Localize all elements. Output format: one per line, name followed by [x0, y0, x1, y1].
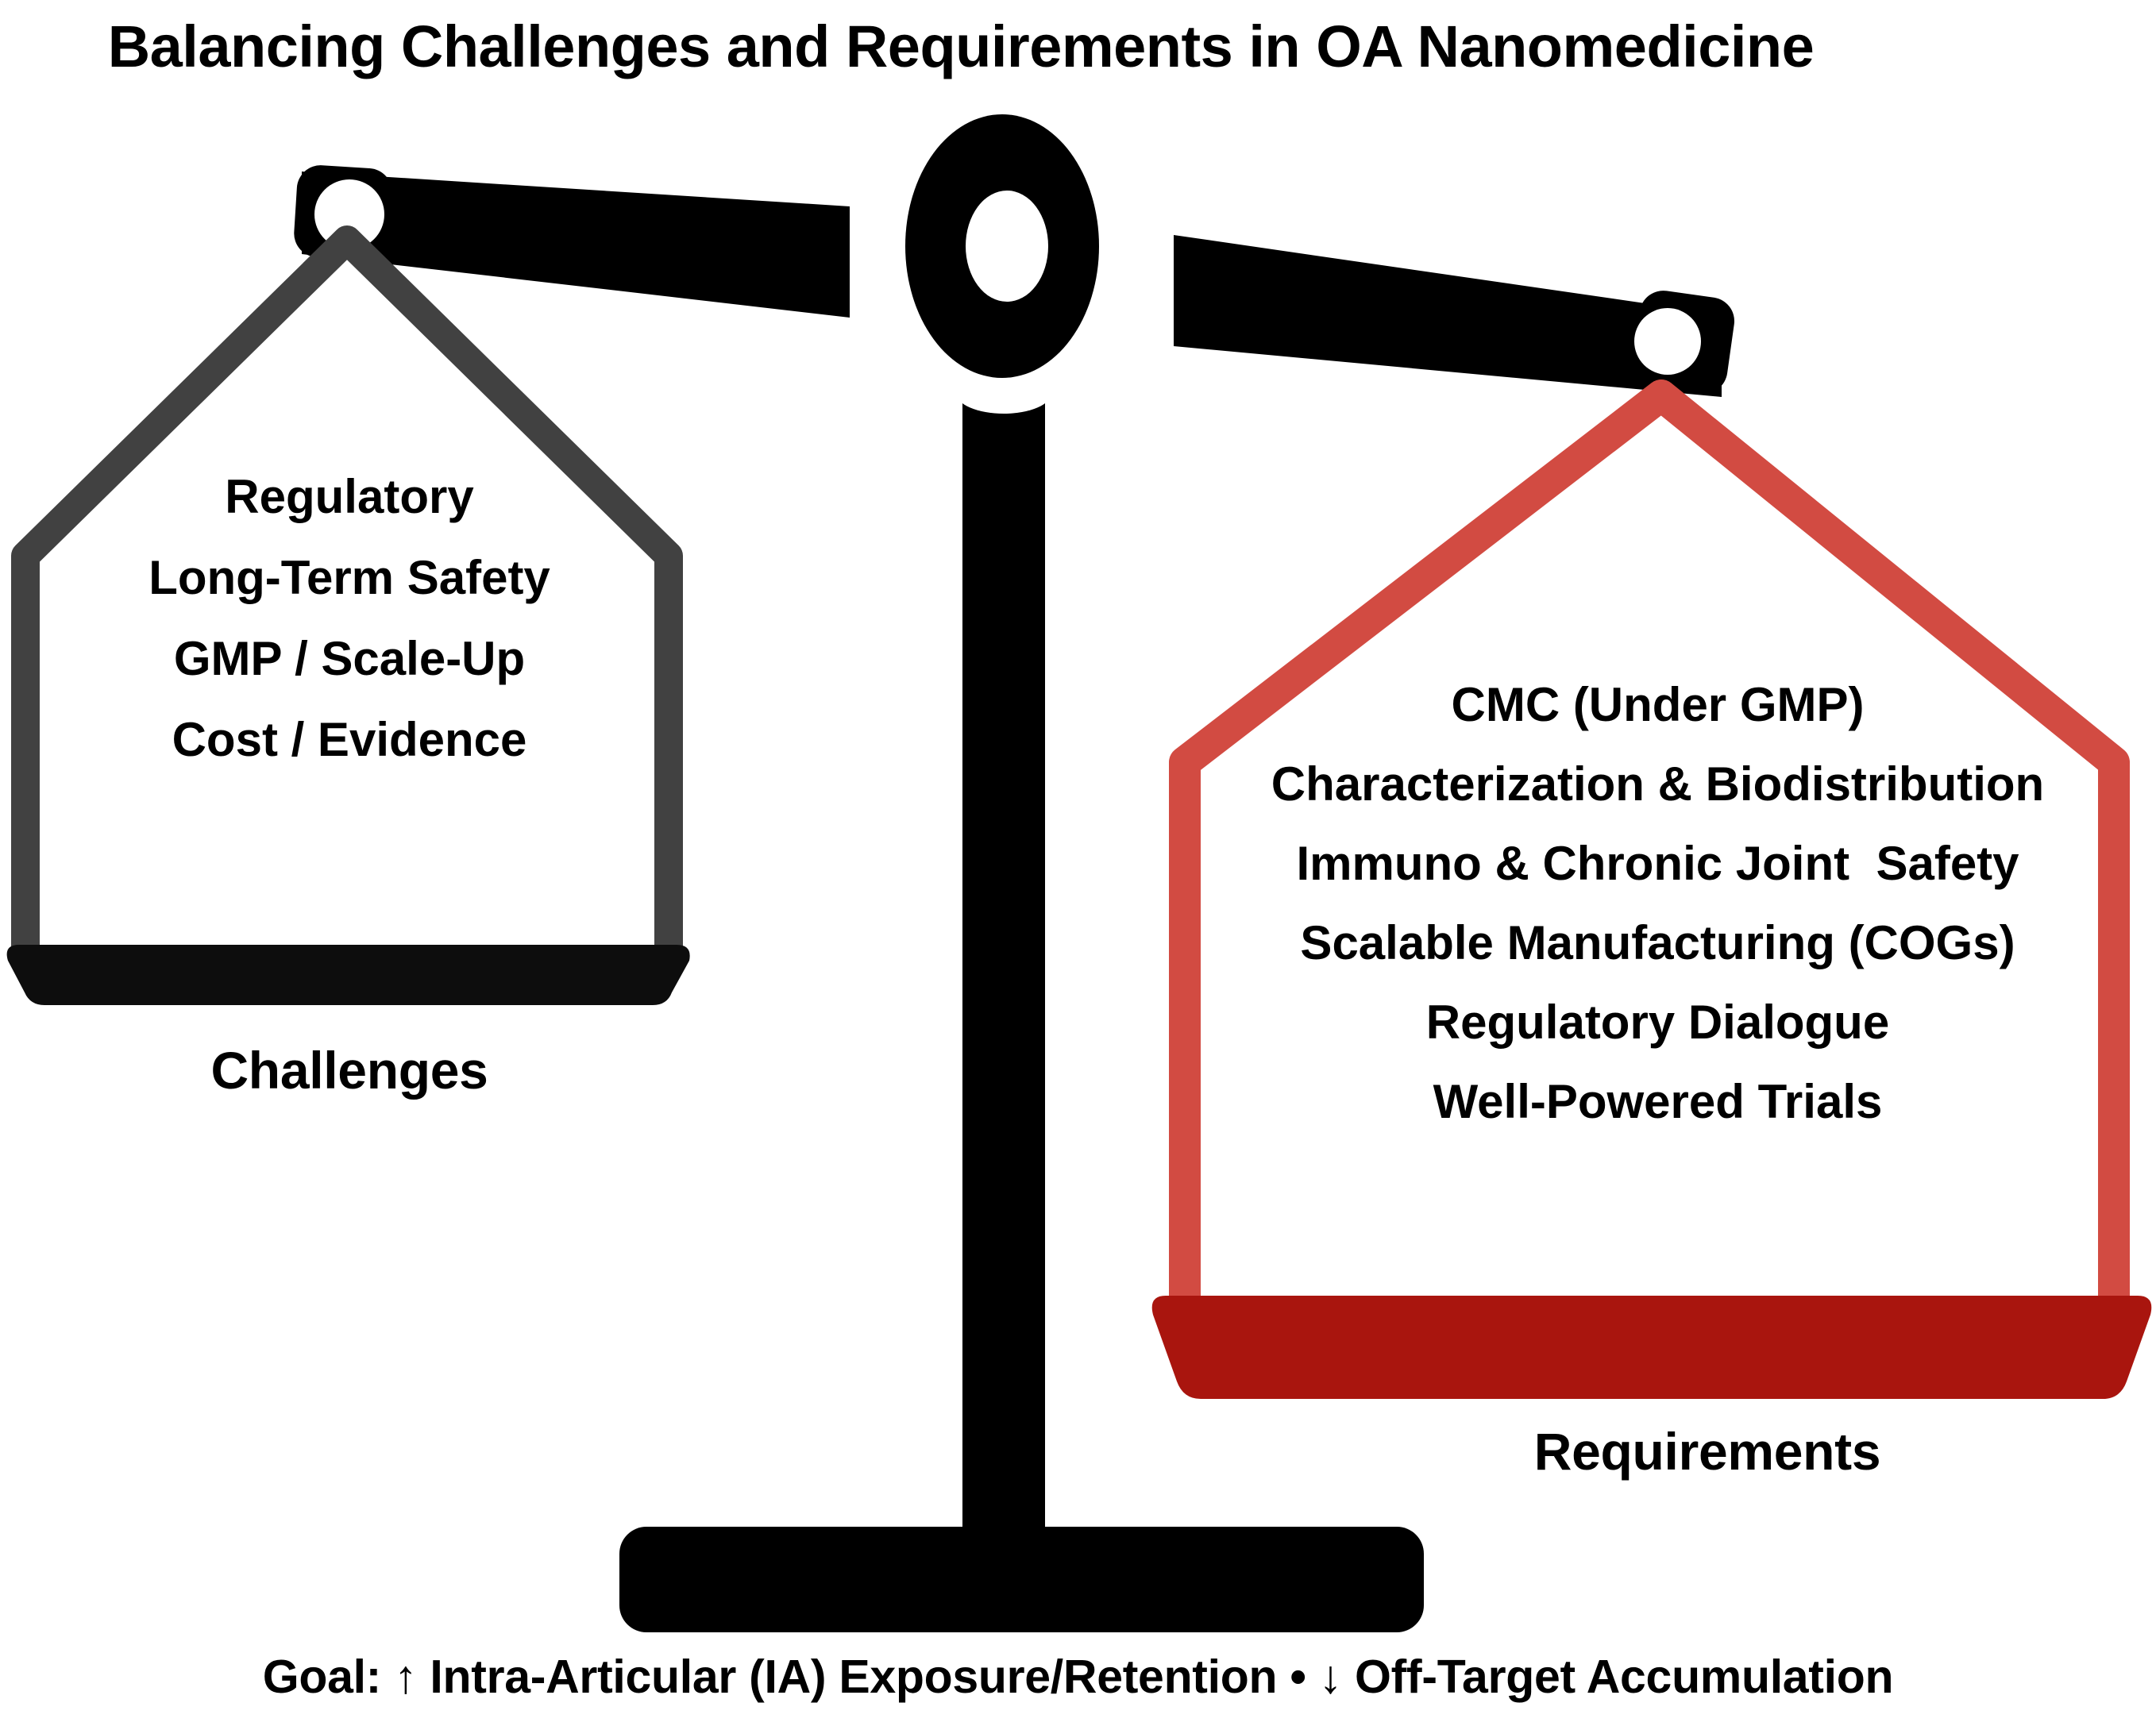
challenges-pan-label: Challenges — [210, 1041, 488, 1100]
figure-title: Balancing Challenges and Requirements in… — [107, 13, 1815, 79]
requirements-item: CMC (Under GMP) — [1451, 678, 1865, 731]
requirements-item: Scalable Manufacturing (COGs) — [1300, 916, 2015, 969]
left-hanger-strings — [11, 225, 683, 967]
challenges-item: Regulatory — [225, 470, 474, 523]
challenges-item: Cost / Evidence — [172, 713, 527, 766]
requirements-item: Immuno & Chronic Joint Safety — [1296, 837, 2019, 890]
requirements-item: Characterization & Biodistribution — [1271, 757, 2045, 811]
challenges-item: GMP / Scale-Up — [173, 632, 526, 685]
figure-caption: Goal: ↑ Intra-Articular (IA) Exposure/Re… — [262, 1651, 1894, 1703]
challenges-item: Long-Term Safety — [148, 551, 550, 604]
requirements-item: Regulatory Dialogue — [1425, 996, 1890, 1049]
scale-base — [619, 1527, 1424, 1632]
beam-left-pivot-hole — [314, 179, 384, 249]
requirements-item-list: CMC (Under GMP) Characterization & Biodi… — [1191, 681, 2124, 1126]
requirements-pan-label: Requirements — [1533, 1422, 1881, 1481]
fulcrum-hole — [966, 191, 1048, 302]
post-top-notch — [956, 372, 1051, 414]
left-pan-plate — [6, 945, 690, 1005]
scale-post — [962, 397, 1045, 1532]
beam-right-arm — [1174, 235, 1722, 397]
right-pan-plate — [1151, 1296, 2152, 1399]
right-hanger-strings — [1169, 379, 2130, 1318]
requirements-item: Well-Powered Trials — [1433, 1075, 1883, 1128]
challenges-item-list: Regulatory Long-Term Safety GMP / Scale-… — [32, 473, 667, 764]
beam-right-pivot-hole — [1634, 308, 1701, 375]
beam-left-arm — [302, 171, 850, 318]
